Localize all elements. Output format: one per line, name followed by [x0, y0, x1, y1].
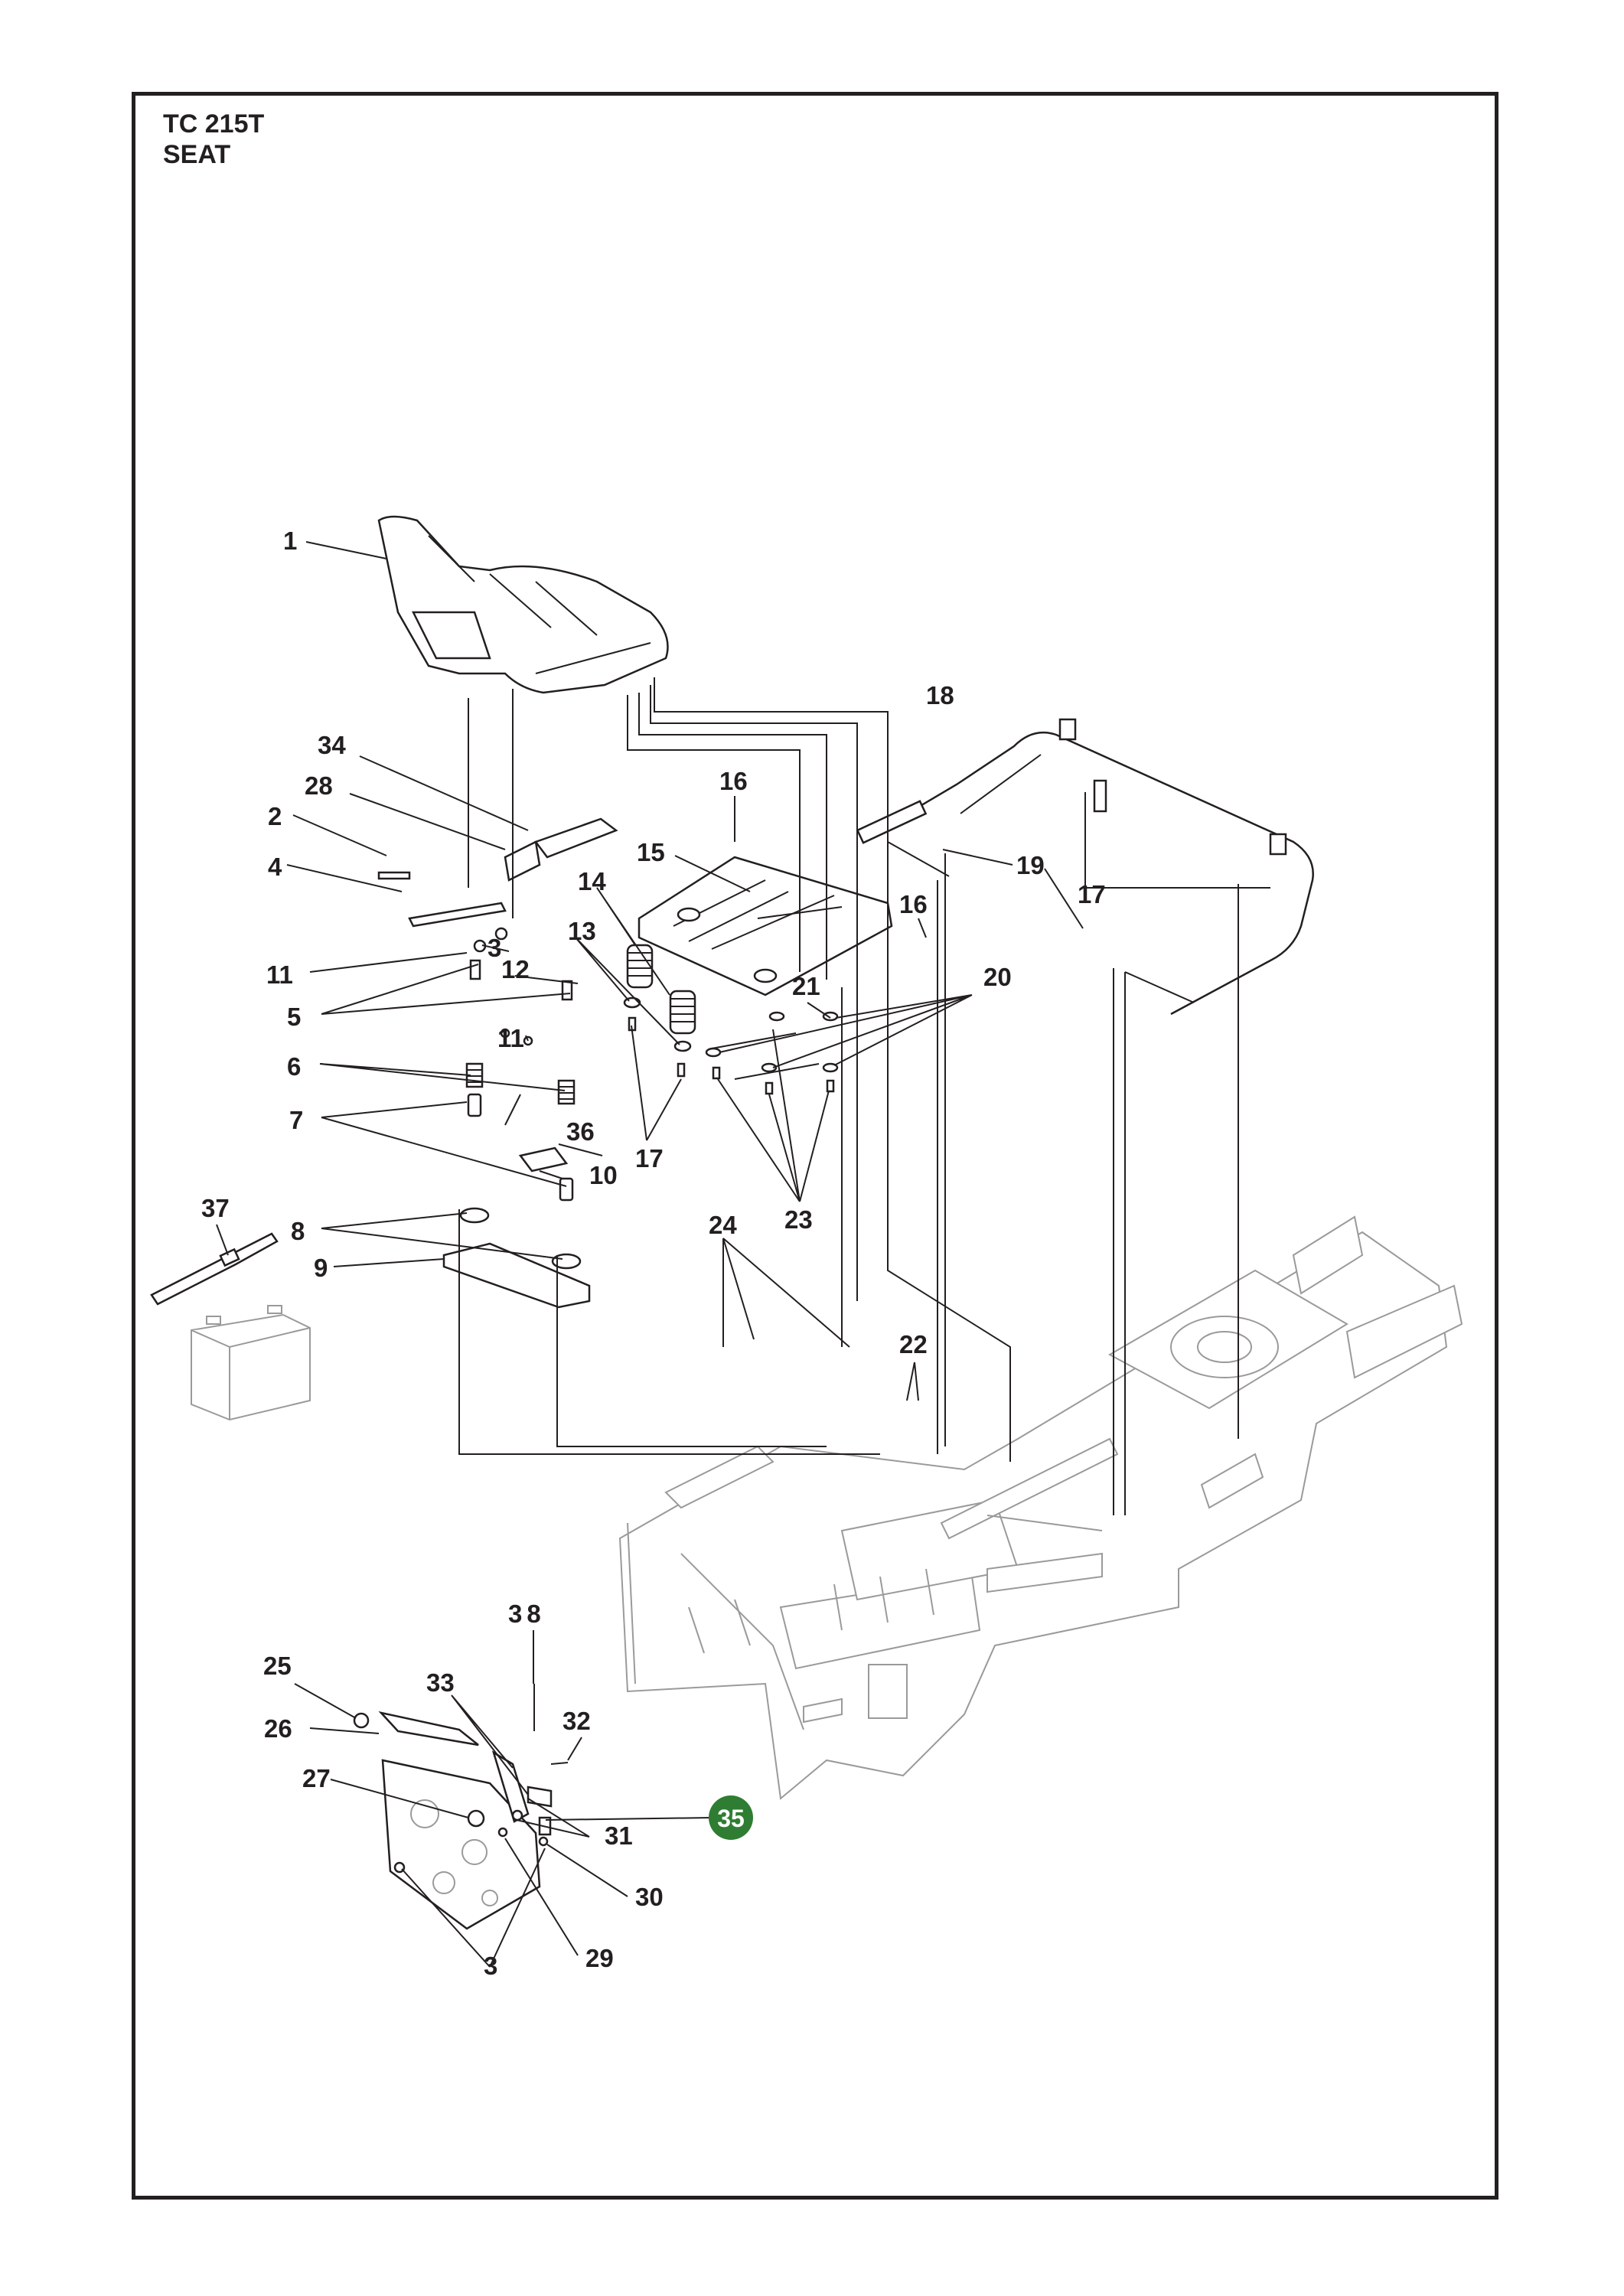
- callout-34: 34: [318, 731, 346, 759]
- callout-17: 17: [635, 1144, 664, 1172]
- callout-10: 10: [589, 1161, 618, 1189]
- callout-32: 32: [563, 1707, 591, 1735]
- callout-11: 11: [497, 1024, 524, 1052]
- callout-30: 30: [635, 1883, 664, 1911]
- battery-strap: [150, 1232, 279, 1306]
- callout-37: 37: [201, 1194, 230, 1222]
- callout-29: 29: [585, 1944, 614, 1972]
- callout-21: 21: [792, 972, 820, 1000]
- callout-20: 20: [983, 963, 1012, 991]
- callout-36: 36: [566, 1117, 595, 1146]
- callout-19: 19: [1016, 851, 1045, 879]
- callout-labels: 1 2 3 3 4 5 6 7 8 9 10 11 11 12 13 14 15…: [201, 527, 1106, 1980]
- callout-13: 13: [568, 917, 596, 945]
- callout-28: 28: [305, 771, 333, 800]
- drawing-frame: [132, 92, 1498, 2200]
- callout-5: 5: [287, 1003, 301, 1031]
- section-title: SEAT: [163, 140, 231, 169]
- callout-7: 7: [289, 1106, 303, 1134]
- callout-38: 38: [508, 1600, 546, 1628]
- seat-pan: [638, 856, 893, 996]
- callout-16: 16: [719, 767, 748, 795]
- seat: [377, 515, 669, 694]
- callout-12: 12: [501, 955, 530, 983]
- callout-27: 27: [302, 1764, 331, 1792]
- lower-linkage: [353, 1684, 569, 1930]
- callout-24: 24: [709, 1211, 737, 1239]
- callout-3: 3: [488, 934, 501, 962]
- chassis-frame: [618, 1215, 1463, 1800]
- highlighted-callout-35[interactable]: 35: [709, 1795, 753, 1840]
- callout-26: 26: [264, 1714, 292, 1743]
- callout-8: 8: [291, 1217, 305, 1245]
- seat-frame-tube: [856, 718, 1314, 1016]
- model-title: TC 215T: [163, 109, 265, 139]
- callout-16: 16: [899, 890, 928, 918]
- adjuster-assembly: [377, 817, 618, 1309]
- callout-33: 33: [426, 1668, 455, 1697]
- callout-17: 17: [1078, 880, 1106, 908]
- callout-35[interactable]: 35: [717, 1805, 745, 1832]
- leader-lines: [216, 541, 1084, 1968]
- callout-9: 9: [314, 1254, 328, 1282]
- mounting-hardware: [705, 1011, 839, 1095]
- callout-14: 14: [578, 867, 606, 895]
- callout-31: 31: [605, 1821, 633, 1850]
- callout-18: 18: [926, 681, 954, 709]
- battery: [191, 1305, 311, 1421]
- callout-15: 15: [637, 838, 665, 866]
- highlight-badge[interactable]: [709, 1795, 753, 1840]
- callout-3: 3: [484, 1952, 497, 1980]
- callout-23: 23: [784, 1205, 813, 1234]
- callout-22: 22: [899, 1330, 928, 1358]
- callout-1: 1: [283, 527, 297, 555]
- callout-25: 25: [263, 1652, 292, 1680]
- routing-lines: [458, 677, 1270, 1515]
- callout-4: 4: [268, 853, 282, 881]
- callout-6: 6: [287, 1052, 301, 1081]
- callout-11: 11: [266, 960, 293, 989]
- callout-2: 2: [268, 802, 282, 830]
